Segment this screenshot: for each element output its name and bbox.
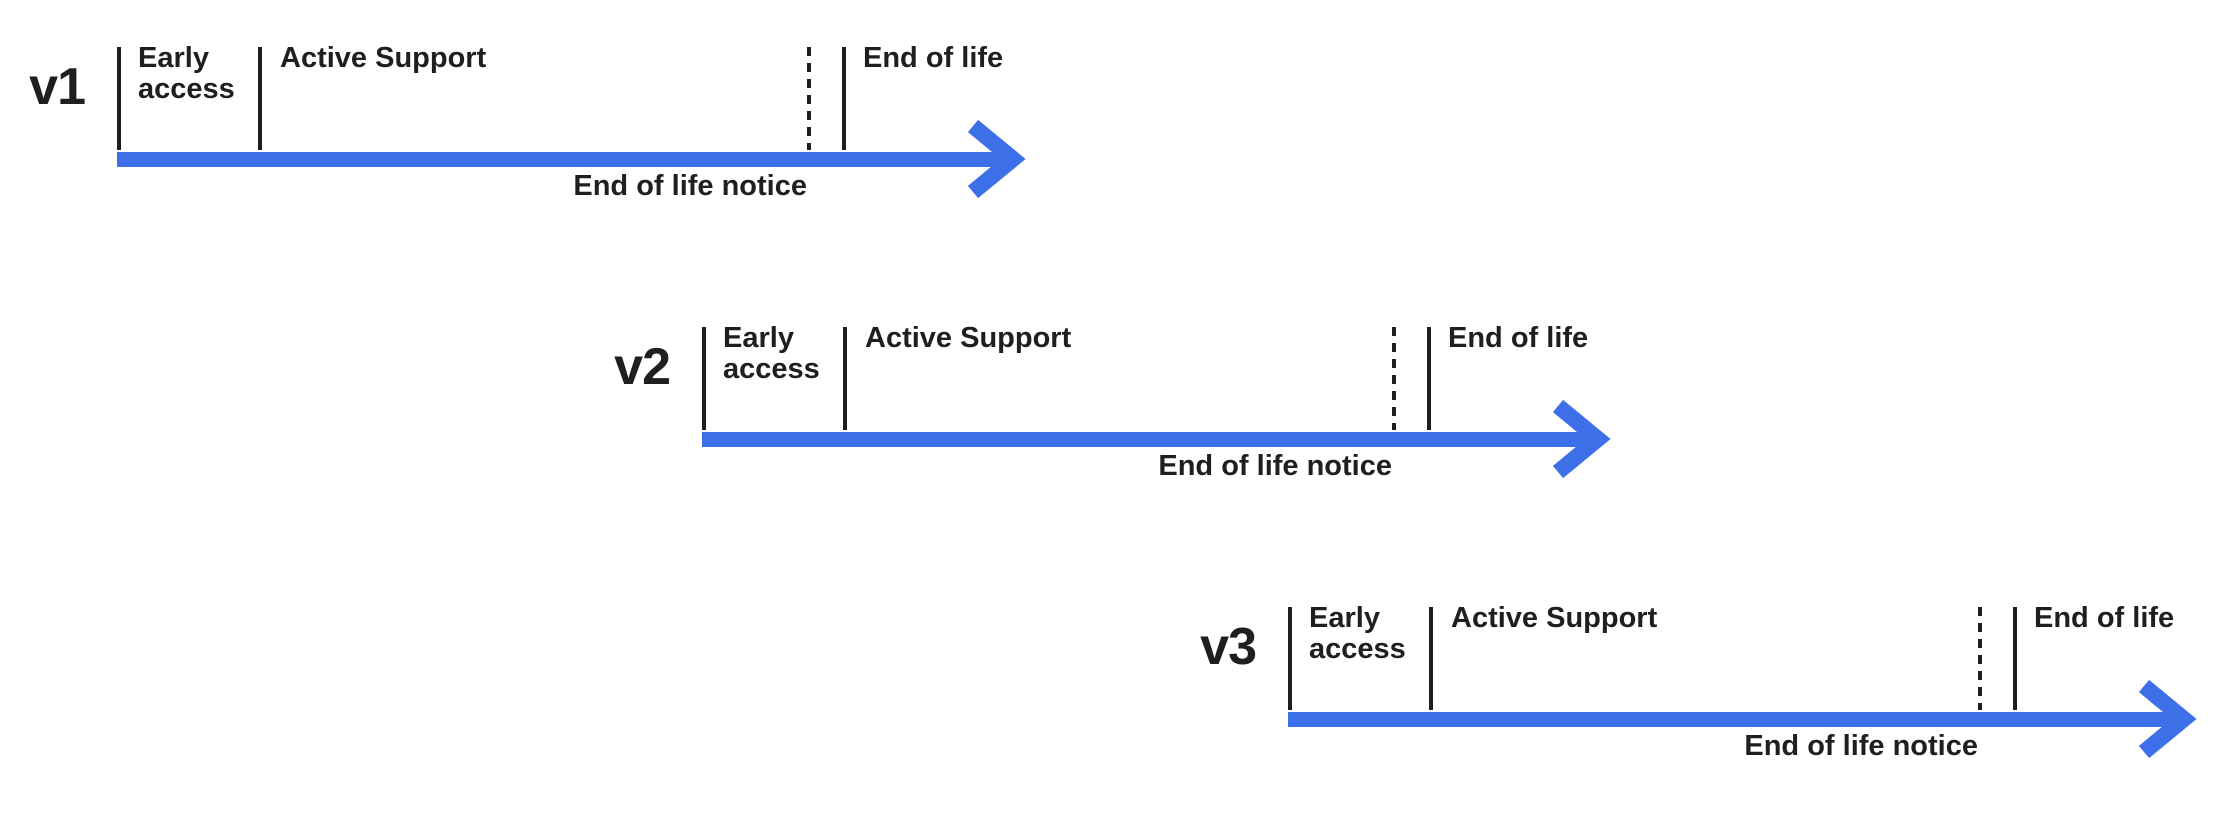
phase-label-end-of-life: End of life <box>2034 602 2175 634</box>
tick-end-of-life <box>842 47 846 150</box>
tick-early-access <box>702 327 706 430</box>
version-label: v2 <box>614 338 671 396</box>
tick-active-support <box>843 327 847 430</box>
version-label: v1 <box>29 58 86 116</box>
arrow-right-icon <box>1552 399 1611 479</box>
timeline-bar <box>702 432 1590 447</box>
tick-early-access <box>117 47 121 150</box>
timeline-row-v1: v1 Early access Active Support End of li… <box>29 43 1117 267</box>
phase-label-active-support: Active Support <box>865 322 1072 354</box>
tick-end-of-life <box>2013 607 2017 710</box>
arrow-right-icon <box>967 119 1026 199</box>
phase-label-early-access: Early access <box>138 42 235 105</box>
eol-notice-label: End of life notice <box>573 170 807 202</box>
timeline-bar <box>1288 712 2176 727</box>
tick-early-access <box>1288 607 1292 710</box>
tick-eol-notice-dashed <box>1978 607 1982 710</box>
phase-label-early-access: Early access <box>723 322 820 385</box>
version-label: v3 <box>1200 618 1257 676</box>
timeline-row-v3: v3 Early access Active Support End of li… <box>1200 603 2228 827</box>
tick-active-support <box>1429 607 1433 710</box>
phase-label-early-access: Early access <box>1309 602 1406 665</box>
tick-eol-notice-dashed <box>807 47 811 150</box>
eol-notice-label: End of life notice <box>1158 450 1392 482</box>
timeline-row-v2: v2 Early access Active Support End of li… <box>614 323 1702 547</box>
phase-label-end-of-life: End of life <box>863 42 1004 74</box>
tick-eol-notice-dashed <box>1392 327 1396 430</box>
tick-end-of-life <box>1427 327 1431 430</box>
phase-label-active-support: Active Support <box>1451 602 1658 634</box>
timeline-bar <box>117 152 1005 167</box>
tick-active-support <box>258 47 262 150</box>
phase-label-end-of-life: End of life <box>1448 322 1589 354</box>
eol-notice-label: End of life notice <box>1744 730 1978 762</box>
arrow-right-icon <box>2138 679 2197 759</box>
phase-label-active-support: Active Support <box>280 42 487 74</box>
